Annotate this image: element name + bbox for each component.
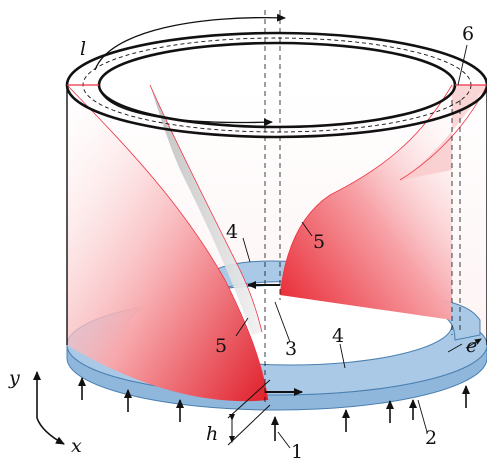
label-4-top: 4 — [226, 221, 238, 243]
rotation-arrow-top — [94, 13, 286, 71]
label-y: y — [8, 367, 20, 389]
label-5-left: 5 — [215, 335, 227, 357]
label-e: e — [466, 335, 477, 357]
e-indicator — [465, 338, 482, 349]
axes — [33, 371, 65, 445]
label-x: x — [71, 435, 82, 457]
rotation-arrow-inner — [99, 89, 273, 127]
label-3: 3 — [285, 338, 297, 360]
label-h: h — [206, 423, 218, 445]
vertical-guides — [264, 10, 461, 405]
membrane-left — [67, 85, 268, 402]
membrane-left-inner-face — [150, 85, 262, 335]
label-1: 1 — [291, 441, 303, 461]
label-5-right: 5 — [313, 231, 325, 253]
membrane-right — [280, 85, 452, 320]
label-2: 2 — [425, 427, 437, 449]
height-indicator — [227, 379, 271, 446]
label-4-bottom: 4 — [332, 325, 344, 347]
label-6: 6 — [462, 23, 474, 45]
leader-lines — [235, 44, 468, 449]
label-l: l — [80, 38, 86, 60]
upward-arrows — [78, 377, 470, 441]
